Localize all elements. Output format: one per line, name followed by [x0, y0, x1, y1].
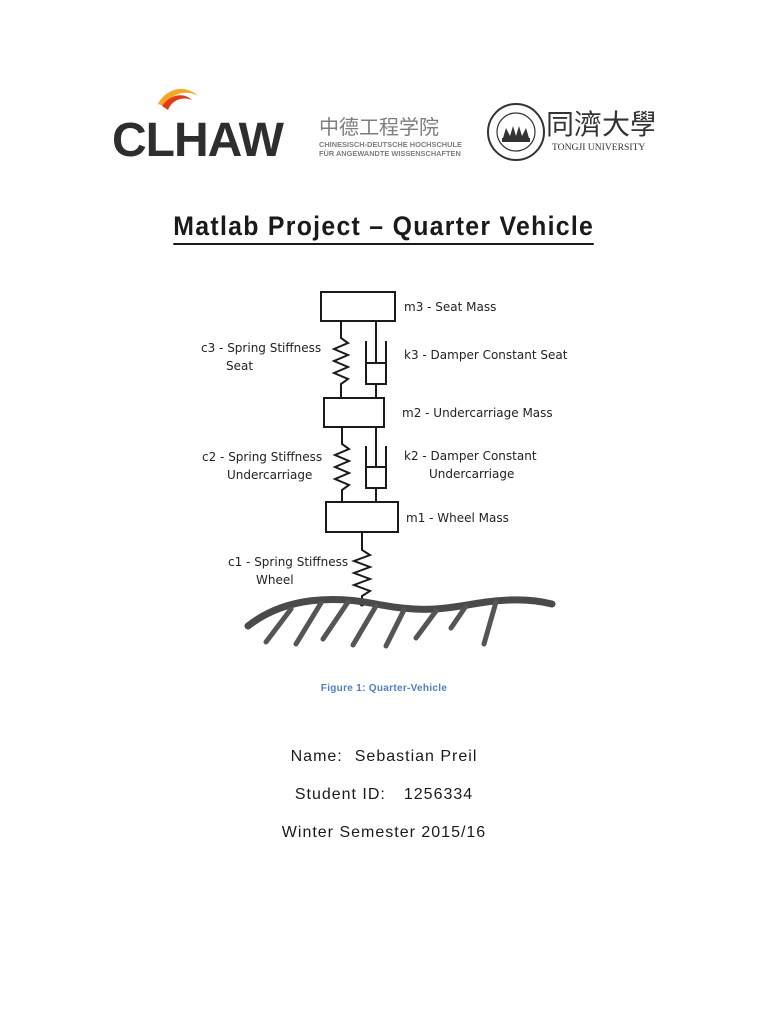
seat-damper: [365, 321, 387, 398]
clhaw-logo-subline-2: FÜR ANGEWANDTE WISSENSCHAFTEN: [319, 149, 461, 158]
tongji-english-name: TONGJI UNIVERSITY: [552, 142, 645, 153]
student-id-value: 1256334: [403, 786, 474, 803]
label-c3-line2: Seat: [226, 359, 253, 373]
clhaw-logo: CLHAW 中德工程学院 CHINESISCH-DEUTSCHE HOCHSCH…: [112, 89, 462, 162]
seat-spring: [331, 321, 351, 398]
label-c3-line1: c3 - Spring Stiffness: [201, 341, 321, 355]
student-id-line: Student ID: 1256334: [0, 786, 768, 804]
name-value: Sebastian Preil: [354, 748, 478, 765]
clhaw-logo-swoosh: [158, 89, 198, 106]
undercarriage-spring: [332, 427, 352, 502]
road-ground: [244, 595, 556, 649]
tongji-logo: 同濟大學 TONGJI UNIVERSITY: [487, 103, 654, 161]
document-title-wrap: Matlab Project – Quarter Vehicle: [0, 211, 768, 245]
clhaw-logo-chinese: 中德工程学院: [319, 115, 439, 139]
undercarriage-damper: [365, 427, 387, 502]
tongji-chinese-name: 同濟大學: [546, 108, 654, 141]
seat-mass-block: [320, 291, 396, 322]
student-name-line: Name: Sebastian Preil: [0, 748, 768, 766]
wheel-mass-block: [325, 501, 399, 533]
wheel-spring: [351, 532, 373, 604]
semester-line: Winter Semester 2015/16: [281, 824, 487, 841]
label-m1: m1 - Wheel Mass: [406, 511, 509, 525]
label-k2-line1: k2 - Damper Constant: [404, 449, 537, 463]
label-c1-line2: Wheel: [256, 573, 294, 587]
label-k2-line2: Undercarriage: [429, 467, 514, 481]
label-m2: m2 - Undercarriage Mass: [402, 406, 553, 420]
label-c2-line2: Undercarriage: [227, 468, 312, 482]
clhaw-logo-subline-1: CHINESISCH-DEUTSCHE HOCHSCHULE: [319, 140, 462, 149]
label-c2-line1: c2 - Spring Stiffness: [202, 450, 322, 464]
clhaw-logo-letters: CLHAW: [112, 114, 285, 162]
label-k3: k3 - Damper Constant Seat: [404, 348, 568, 362]
undercarriage-mass-block: [323, 397, 385, 428]
student-id-label: Student ID:: [294, 786, 386, 803]
label-m3: m3 - Seat Mass: [404, 300, 496, 314]
figure-caption: Figure 1: Quarter-Vehicle: [320, 683, 448, 694]
document-title: Matlab Project – Quarter Vehicle: [173, 211, 595, 245]
tongji-seal-icon: [487, 103, 545, 161]
name-label: Name:: [290, 748, 343, 765]
label-c1-line1: c1 - Spring Stiffness: [228, 555, 348, 569]
quarter-vehicle-figure: m3 - Seat Mass k3 - Damper Constant Seat…: [201, 291, 568, 649]
